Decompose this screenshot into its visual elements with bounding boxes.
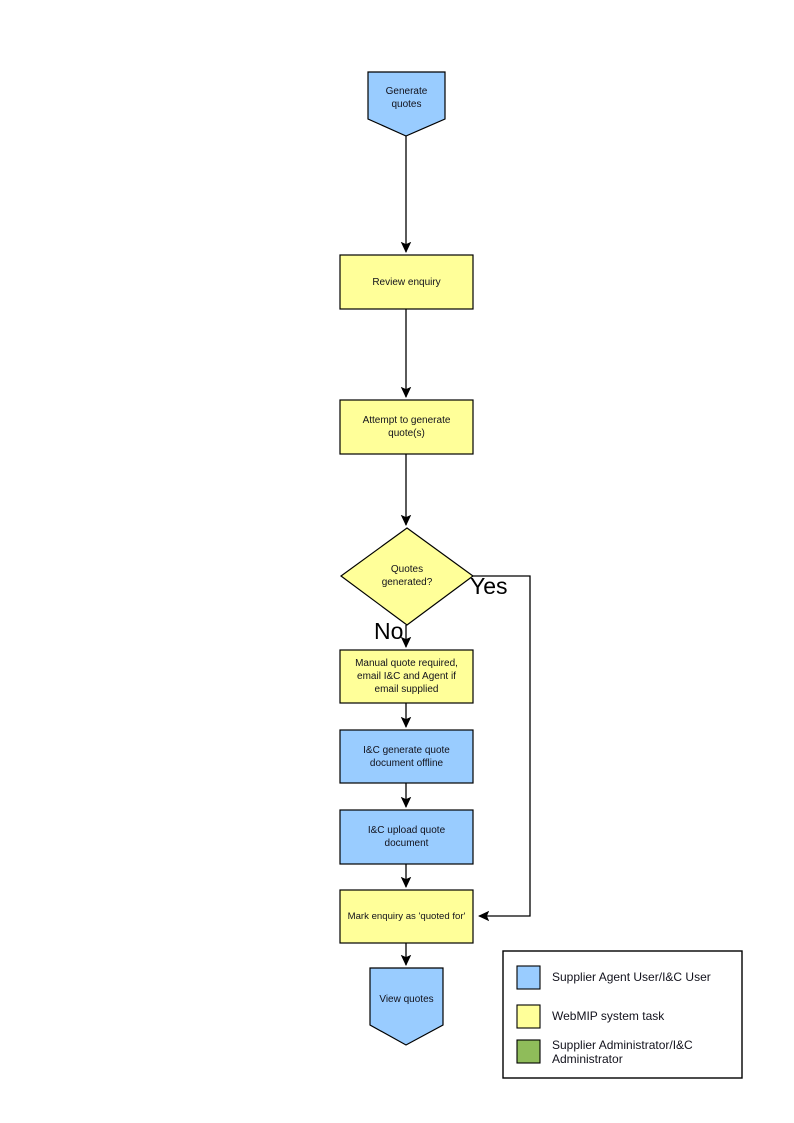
node-ic-generate-quote-offline[interactable]: [339, 729, 474, 784]
legend-label-admin-task: Supplier Administrator/I&C Administrator: [552, 1038, 693, 1066]
branch-label-no: No: [374, 618, 404, 644]
node-manual-quote-required[interactable]: [339, 649, 474, 704]
branch-label-yes: Yes: [470, 573, 508, 599]
node-generate-quotes[interactable]: [367, 71, 446, 137]
node-review-enquiry[interactable]: [339, 254, 474, 310]
legend-label-user-task: Supplier Agent User/I&C User: [552, 970, 711, 984]
legend-panel: [502, 950, 743, 1079]
legend-swatch-admin-task: [516, 1039, 541, 1064]
node-attempt-generate-quotes[interactable]: [339, 399, 474, 455]
edge-decision-yes: [473, 575, 531, 922]
node-mark-enquiry-quoted-for[interactable]: [339, 889, 474, 944]
legend-swatch-system-task: [516, 1004, 541, 1029]
node-ic-upload-quote-document[interactable]: [339, 809, 474, 865]
legend-label-system-task: WebMIP system task: [552, 1009, 665, 1023]
node-quotes-generated-decision[interactable]: [339, 527, 475, 626]
legend-swatch-user-task: [516, 965, 541, 990]
node-view-quotes[interactable]: [369, 967, 444, 1046]
